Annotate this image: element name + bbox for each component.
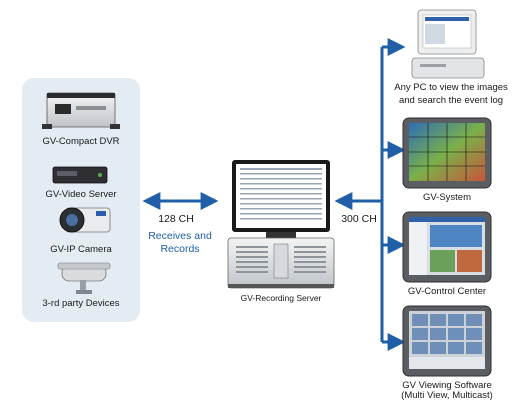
device-label-video-server: GV-Video Server xyxy=(45,189,117,200)
client-label-gv-system: GV-System xyxy=(422,192,472,203)
device-label-third-party: 3-rd party Devices xyxy=(42,298,120,309)
gv-control-center-monitor xyxy=(402,211,492,283)
left-link-caption-line2: Records xyxy=(160,243,200,255)
compact-dvr-icon xyxy=(42,92,120,129)
gv-system-monitor xyxy=(402,117,492,189)
client-bus xyxy=(380,38,406,351)
security-camera-icon xyxy=(57,262,111,294)
device-label-dvr: GV-Compact DVR xyxy=(42,136,120,147)
server-label: GV-Recording Server xyxy=(240,293,322,303)
device-label-ip-camera: GV-IP Camera xyxy=(50,244,112,255)
client-label-viewing-line1: GV Viewing Software xyxy=(402,380,492,391)
ip-camera-icon xyxy=(59,207,111,233)
left-link-channels: 128 CH xyxy=(158,213,194,225)
gv-viewing-software-monitor xyxy=(402,305,492,377)
client-label-pc-line2: and search the event log xyxy=(398,95,504,106)
recording-server-icon xyxy=(227,160,335,289)
client-label-pc-line1: Any PC to view the images xyxy=(394,82,508,93)
left-link-caption-line1: Receives and xyxy=(148,230,212,242)
right-link-channels: 300 CH xyxy=(341,213,377,225)
client-label-viewing-line2: (Multi View, Multicast) xyxy=(401,390,493,401)
pc-icon xyxy=(411,9,485,79)
client-label-control-center: GV-Control Center xyxy=(407,286,487,297)
video-server-icon xyxy=(52,166,108,184)
